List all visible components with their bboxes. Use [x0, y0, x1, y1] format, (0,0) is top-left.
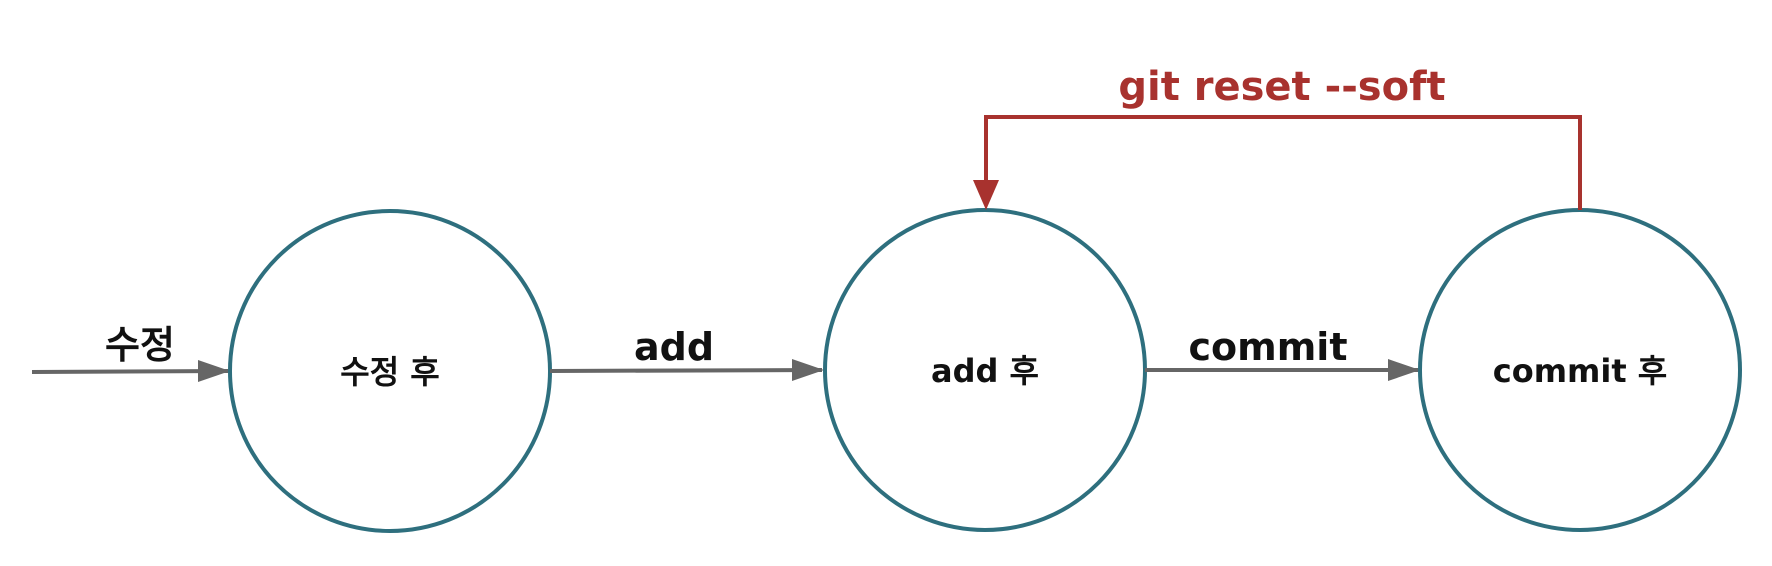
node-modified-label: 수정 후 — [340, 353, 439, 391]
reset-arrow — [984, 115, 1582, 210]
reset-arrowhead — [973, 180, 999, 210]
add-arrow — [549, 368, 823, 373]
entry-label: 수정 — [105, 323, 175, 367]
add-arrowhead — [792, 359, 824, 381]
entry-arrowhead — [198, 360, 230, 382]
node-committed-label: commit 후 — [1493, 352, 1668, 390]
reset-label: git reset --soft — [1118, 64, 1445, 110]
commit-arrowhead — [1388, 359, 1420, 381]
entry-arrow — [31, 369, 229, 374]
node-added-label: add 후 — [931, 352, 1039, 390]
commit-label: commit — [1188, 325, 1347, 369]
add-label: add — [634, 325, 714, 369]
